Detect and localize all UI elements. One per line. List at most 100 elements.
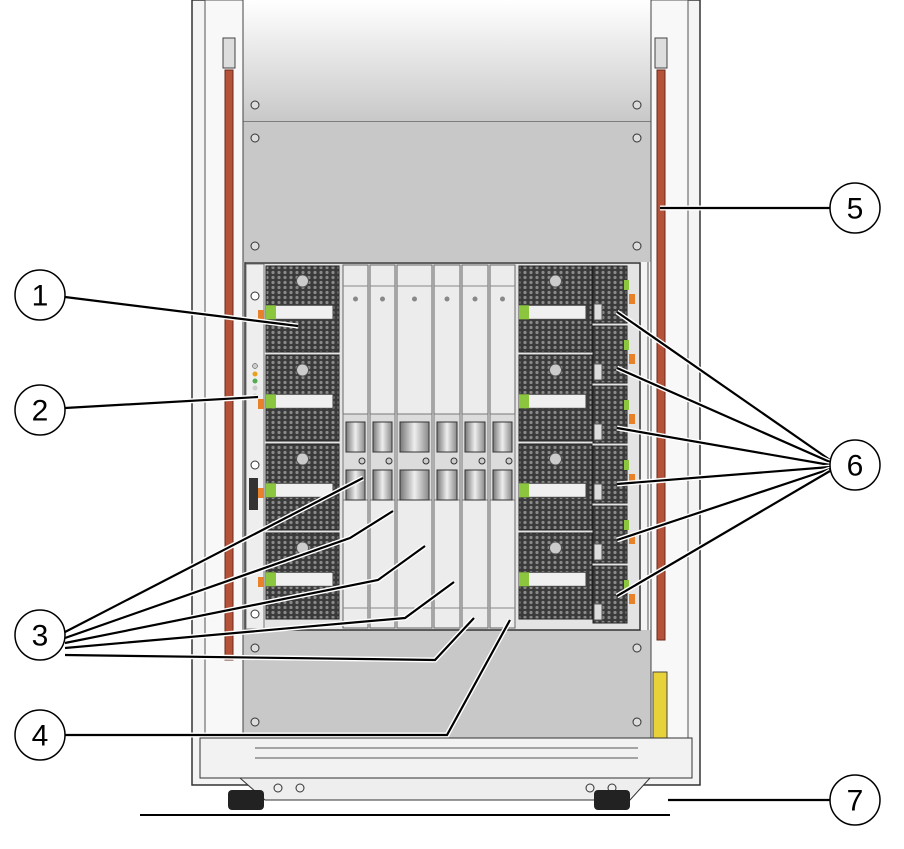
ejector-lever[interactable] [399,469,430,501]
fan-icon [549,452,562,466]
right-rail [656,69,666,641]
left-fan-module[interactable] [265,443,340,531]
screw-icon [250,100,260,110]
green-release-latch[interactable] [624,280,629,290]
power-supply[interactable] [592,565,635,624]
right-fan-module[interactable] [518,443,593,531]
leader-line [616,470,831,597]
fan-icon [296,363,309,377]
fan-handle[interactable] [518,482,587,498]
psu-status-leds [593,603,603,621]
callout-number: 4 [32,720,49,753]
fan-handle[interactable] [265,304,334,320]
leader-line [64,395,259,410]
fan-handle[interactable] [265,393,334,409]
callout-3: 3 [14,609,66,661]
module-slot[interactable] [342,264,369,629]
fan-icon [549,274,562,288]
module-slot[interactable] [369,264,396,629]
orange-label [258,488,264,498]
screw-icon [250,133,260,143]
right-fan-module[interactable] [518,532,593,620]
module-slot[interactable] [461,264,489,629]
leader-line [64,545,426,645]
green-release-latch[interactable] [519,483,529,498]
green-release-latch[interactable] [624,520,629,530]
green-release-latch[interactable] [624,340,629,350]
psu-status-leds [593,363,603,381]
green-release-latch[interactable] [624,460,629,470]
psu-status-leds [593,543,603,561]
screw-icon [632,241,642,251]
module-slot[interactable] [433,264,461,629]
green-release-latch[interactable] [266,572,276,587]
fan-handle[interactable] [518,393,587,409]
power-supply[interactable] [592,445,635,504]
chassis [244,262,641,631]
left-fan-module[interactable] [265,354,340,442]
left-fan-module[interactable] [265,532,340,620]
leader-lines [63,205,832,803]
left-rail [224,69,234,661]
orange-label [629,474,635,484]
leader-line [64,617,475,662]
green-release-latch[interactable] [519,572,529,587]
module-slot[interactable] [396,264,433,629]
ejector-lever[interactable] [464,469,486,501]
psu-status-leds [593,303,603,321]
callout-number: 2 [32,395,49,428]
ejector-lever[interactable] [436,469,458,501]
leader-line [64,477,364,633]
orange-label [629,594,635,604]
screw-icon [632,643,642,653]
green-release-latch[interactable] [519,305,529,320]
filler-panels [242,0,652,740]
leader-line [64,295,299,328]
ejector-lever[interactable] [372,469,393,501]
green-release-latch[interactable] [519,394,529,409]
callout-number: 3 [32,620,49,653]
fan-icon [549,363,562,377]
orange-label [258,310,264,320]
ejector-lever[interactable] [399,421,430,453]
screw-icon [250,241,260,251]
psu-status-leds [593,483,603,501]
leader-line [616,465,831,486]
fan-handle[interactable] [265,482,334,498]
ejector-lever[interactable] [345,421,366,453]
callout-4: 4 [14,709,66,761]
callout-1: 1 [14,269,66,321]
fan-handle[interactable] [265,571,334,587]
right-fan-module[interactable] [518,354,593,442]
callout-2: 2 [14,384,66,436]
green-release-latch[interactable] [624,400,629,410]
callout-number: 6 [847,450,864,483]
power-supply[interactable] [592,325,635,384]
green-release-latch[interactable] [624,580,629,590]
leader-line [616,467,831,542]
ejector-lever[interactable] [464,421,486,453]
leader-line [64,510,394,640]
ejector-lever[interactable] [492,421,513,453]
green-release-latch[interactable] [266,305,276,320]
ejector-lever[interactable] [372,421,393,453]
module-slot[interactable] [489,264,516,629]
green-release-latch[interactable] [266,394,276,409]
callout-number: 7 [847,785,864,818]
right-fan-module[interactable] [518,265,593,353]
orange-label [258,399,264,409]
callout-number: 1 [32,280,49,313]
fan-handle[interactable] [518,304,587,320]
screw-icon [632,717,642,727]
green-release-latch[interactable] [266,483,276,498]
orange-label [629,294,635,304]
orange-label [258,577,264,587]
caster-right [594,790,630,810]
left-fan-module[interactable] [265,265,340,353]
ejector-lever[interactable] [492,469,513,501]
callout-6: 6 [829,439,881,491]
fan-handle[interactable] [518,571,587,587]
ejector-lever[interactable] [436,421,458,453]
power-supply[interactable] [592,385,635,444]
